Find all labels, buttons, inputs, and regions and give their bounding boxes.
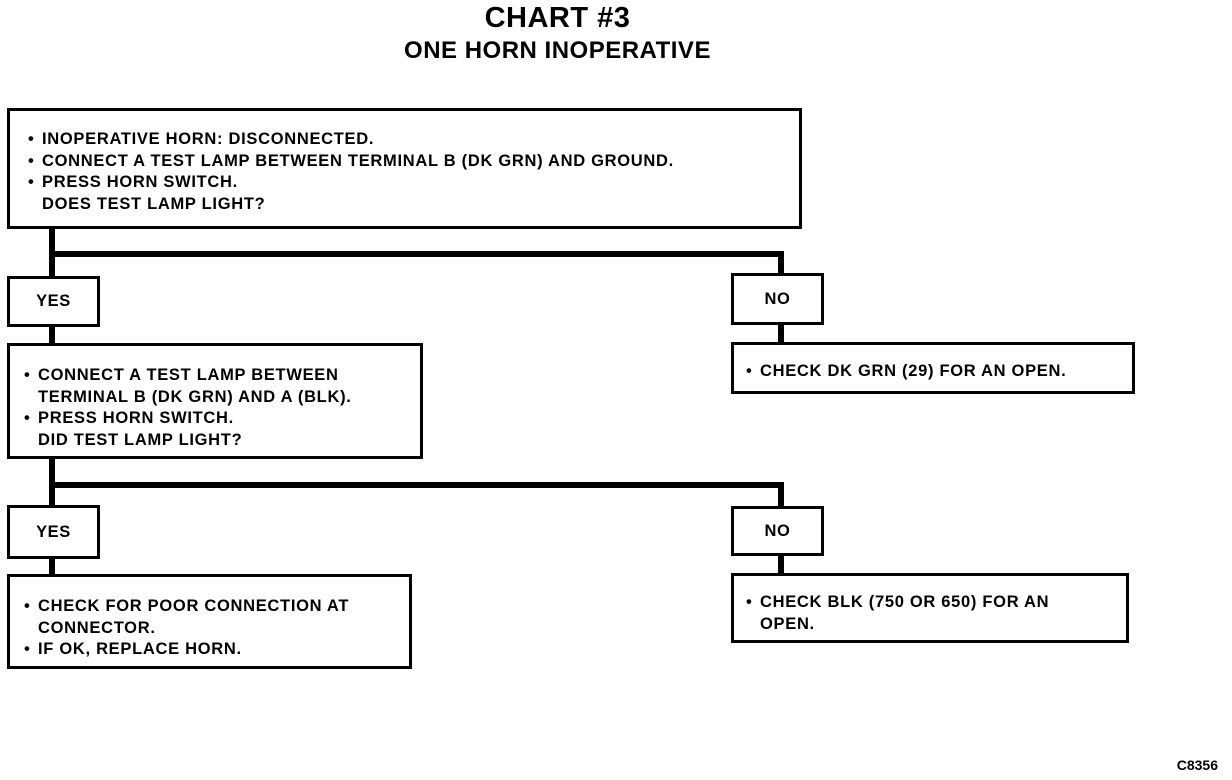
- step2-yes-result-line: IF OK, REPLACE HORN.: [22, 639, 409, 661]
- chart-subtitle: ONE HORN INOPERATIVE: [404, 37, 711, 64]
- yes-label-1: YES: [7, 276, 100, 327]
- step1-no-result-text: CHECK DK GRN (29) FOR AN OPEN.: [744, 361, 1132, 383]
- step2-line: TERMINAL B (DK GRN) AND A (BLK).: [38, 387, 352, 406]
- figure-code: C8356: [1176, 757, 1218, 773]
- step2-no-result-box: CHECK BLK (750 OR 650) FOR AN OPEN.: [731, 573, 1129, 643]
- step2-line: PRESS HORN SWITCH.: [22, 408, 420, 430]
- step1-line: INOPERATIVE HORN: DISCONNECTED.: [26, 129, 799, 151]
- no-label-2: NO: [731, 506, 824, 556]
- step2-no-result-line: OPEN.: [760, 614, 815, 633]
- no-label-1: NO: [731, 273, 824, 325]
- step2-box: CONNECT A TEST LAMP BETWEEN TERMINAL B (…: [7, 343, 423, 459]
- step1-no-result-box: CHECK DK GRN (29) FOR AN OPEN.: [731, 342, 1135, 394]
- step1-line: PRESS HORN SWITCH.: [26, 172, 799, 194]
- step2-question: DID TEST LAMP LIGHT?: [38, 430, 243, 449]
- step2-yes-result-line: CONNECTOR.: [38, 618, 156, 637]
- step1-box: INOPERATIVE HORN: DISCONNECTED. CONNECT …: [7, 108, 802, 229]
- step1-line: CONNECT A TEST LAMP BETWEEN TERMINAL B (…: [26, 151, 799, 173]
- step2-yes-result-line: CHECK FOR POOR CONNECTION AT: [22, 596, 409, 618]
- step2-line: CONNECT A TEST LAMP BETWEEN: [22, 365, 420, 387]
- yes-label-2: YES: [7, 505, 100, 559]
- step2-no-result-line: CHECK BLK (750 OR 650) FOR AN: [744, 592, 1126, 614]
- step1-question: DOES TEST LAMP LIGHT?: [42, 194, 266, 213]
- chart-title: CHART #3: [484, 2, 631, 34]
- step2-yes-result-box: CHECK FOR POOR CONNECTION AT CONNECTOR. …: [7, 574, 412, 669]
